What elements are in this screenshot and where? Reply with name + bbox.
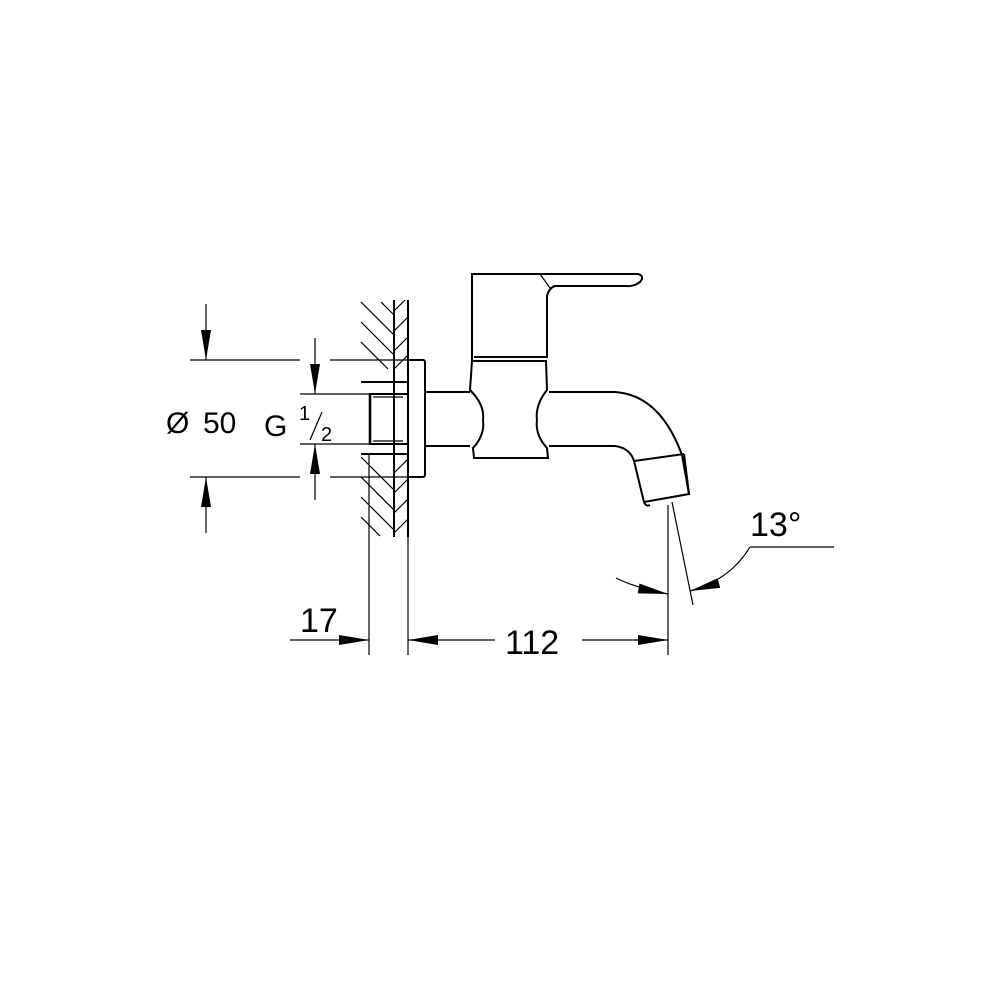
thread-prefix: G bbox=[264, 410, 287, 443]
projection-value: 112 bbox=[505, 624, 559, 662]
horizontal-dimensions bbox=[290, 454, 669, 655]
fraction-slash bbox=[309, 411, 323, 441]
diameter-value: 50 bbox=[203, 407, 236, 440]
thread-dimension bbox=[300, 338, 370, 500]
thread-denominator: 2 bbox=[321, 424, 332, 446]
diameter-symbol: Ø bbox=[166, 407, 189, 440]
wall-offset-value: 17 bbox=[300, 602, 338, 640]
wall-section bbox=[360, 299, 409, 537]
flange-rosette bbox=[408, 359, 426, 478]
threaded-connector bbox=[368, 393, 409, 445]
thread-numerator: 1 bbox=[299, 403, 310, 425]
angle-value: 13° bbox=[750, 506, 801, 544]
tap-body bbox=[425, 273, 691, 507]
angle-dimension bbox=[615, 501, 834, 606]
